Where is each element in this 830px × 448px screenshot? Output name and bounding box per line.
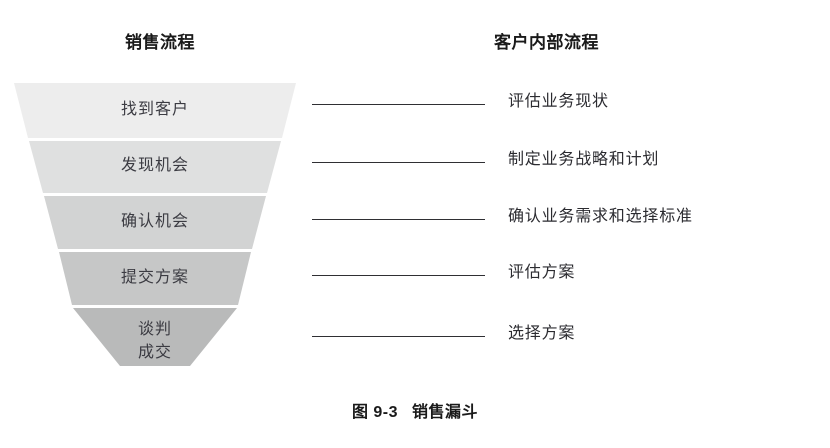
funnel-label-1: 找到客户 — [120, 101, 189, 118]
funnel-segment-3 — [44, 196, 266, 249]
funnel-label-4: 提交方案 — [120, 269, 189, 286]
customer-process-item-3: 确认业务需求和选择标准 — [508, 208, 693, 225]
connector-line-5 — [312, 336, 485, 337]
funnel-label-3: 确认机会 — [120, 213, 189, 230]
connector-line-3 — [312, 219, 485, 220]
customer-process-item-2: 制定业务战略和计划 — [508, 151, 660, 168]
figure-title: 销售漏斗 — [412, 404, 479, 421]
customer-process-item-4: 评估方案 — [508, 264, 576, 281]
connector-line-1 — [312, 104, 485, 105]
funnel-segment-2 — [29, 141, 281, 193]
funnel-label-5: 谈判 成交 — [137, 321, 172, 361]
customer-process-item-1: 评估业务现状 — [508, 93, 609, 110]
customer-process-heading: 客户内部流程 — [494, 33, 599, 52]
funnel-label-2: 发现机会 — [120, 157, 189, 174]
sales-funnel: 找到客户 发现机会 确认机会 提交方案 谈判 成交 — [0, 0, 320, 448]
funnel-segment-5 — [73, 308, 237, 366]
figure-caption: 图 9-3 销售漏斗 — [0, 398, 830, 422]
sales-process-heading: 销售流程 — [125, 33, 195, 52]
connector-line-4 — [312, 275, 485, 276]
funnel-shape — [14, 83, 296, 366]
customer-process-item-5: 选择方案 — [508, 325, 576, 342]
funnel-segment-4 — [59, 252, 251, 305]
figure-number: 图 9-3 — [351, 404, 399, 421]
funnel-segment-1 — [14, 83, 296, 138]
connector-line-2 — [312, 162, 485, 163]
